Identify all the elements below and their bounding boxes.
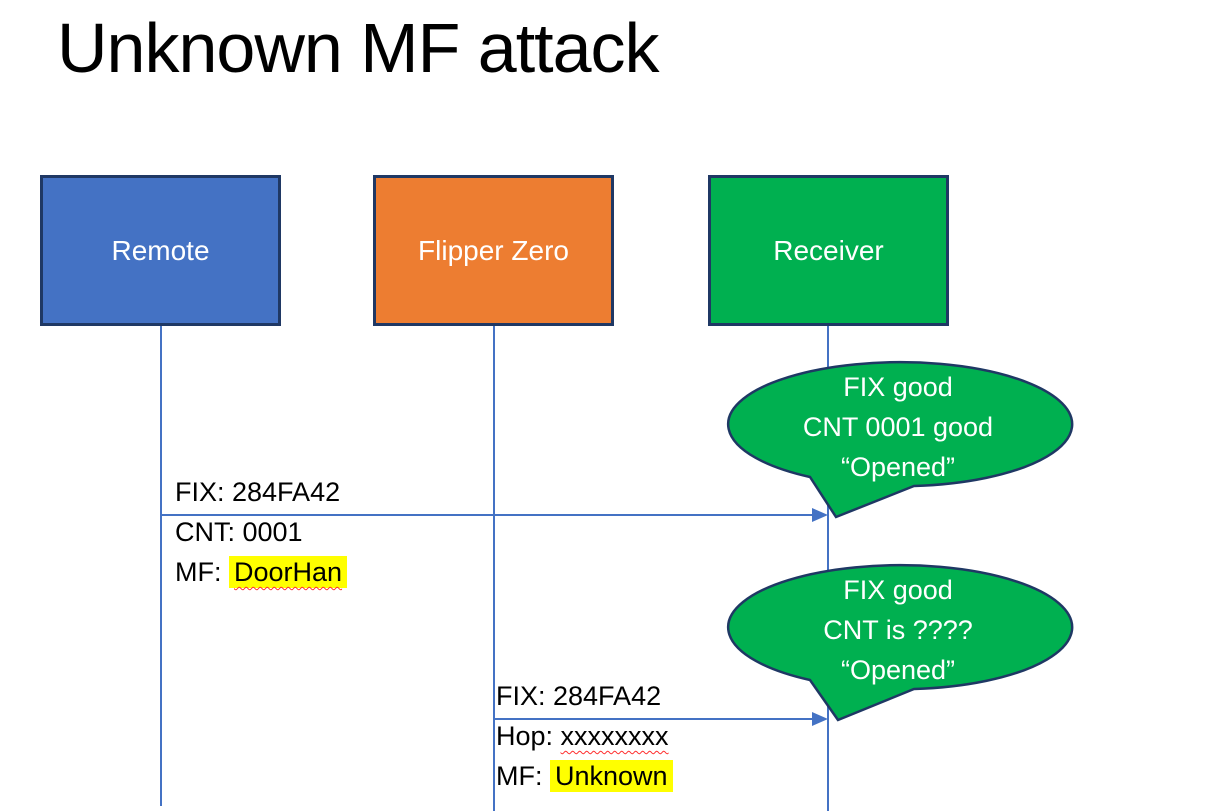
callout-bubble-1-shape (726, 360, 1074, 519)
message2-line3-prefix: MF: (496, 761, 550, 791)
callout-bubble-2-shape (726, 563, 1074, 722)
message2-arrowhead-icon (812, 712, 828, 726)
callout-bubble-1: FIX good CNT 0001 good “Opened” (726, 360, 1074, 519)
callout2-line1: FIX good (843, 575, 953, 605)
lifeline-flipper-zero (493, 326, 495, 811)
callout1-line2: CNT 0001 good (803, 412, 993, 442)
message2-line2-prefix: Hop: (496, 721, 561, 751)
message1-line2: CNT: 0001 (175, 517, 303, 547)
callout2-line3: “Opened” (841, 655, 955, 685)
actor-label-remote: Remote (111, 234, 210, 266)
message2-line3-value-highlighted: Unknown (550, 760, 673, 792)
callout2-line2: CNT is ???? (823, 615, 973, 645)
message1-line3: MF: DoorHan (175, 552, 348, 592)
message1-line3-value-highlighted: DoorHan (229, 556, 348, 588)
actor-box-flipper-zero: Flipper Zero (373, 175, 614, 326)
actor-box-receiver: Receiver (708, 175, 949, 326)
actor-box-remote: Remote (40, 175, 281, 326)
actor-label-receiver: Receiver (773, 234, 884, 266)
message2-line2: Hop: xxxxxxxx (496, 716, 673, 756)
callout1-line3: “Opened” (841, 452, 955, 482)
message2-line2-value-squiggle: xxxxxxxx (560, 721, 669, 751)
message1-label: FIX: 284FA42 CNT: 0001 MF: DoorHan (175, 472, 348, 592)
slide-title: Unknown MF attack (57, 9, 660, 87)
callout-bubble-2: FIX good CNT is ???? “Opened” (726, 563, 1074, 722)
message2-line3: MF: Unknown (496, 756, 673, 796)
message1-arrowhead-icon (812, 508, 828, 522)
message2-line1: FIX: 284FA42 (496, 681, 662, 711)
lifeline-receiver (827, 326, 829, 811)
actor-label-flipper-zero: Flipper Zero (418, 234, 569, 266)
callout1-line1: FIX good (843, 372, 953, 402)
message2-label: FIX: 284FA42 Hop: xxxxxxxx MF: Unknown (496, 676, 673, 796)
lifeline-remote (160, 326, 162, 806)
message1-line1: FIX: 284FA42 (175, 477, 341, 507)
message1-line3-prefix: MF: (175, 557, 229, 587)
message2-arrow-line (494, 718, 812, 720)
message1-arrow-line (161, 514, 812, 516)
